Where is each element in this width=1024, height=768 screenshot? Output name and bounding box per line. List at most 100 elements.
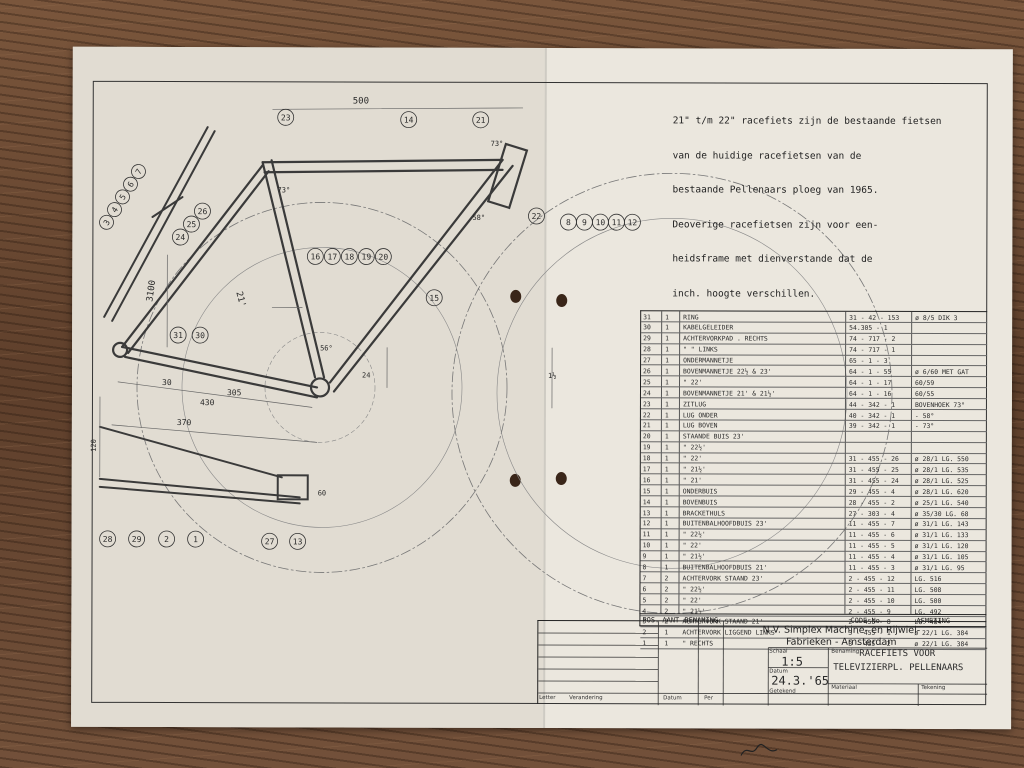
parts-cell-pos: 21 [642, 421, 651, 430]
parts-cell-pos: 15 [642, 487, 651, 496]
parts-cell-aant: 1 [664, 497, 669, 506]
parts-cell-afmeting: - 73° [914, 422, 935, 431]
balloon-2: 2 [158, 530, 176, 548]
parts-cell-afmeting: ø 28/1 LG. 550 [914, 455, 969, 464]
parts-cell-aant: 1 [665, 323, 670, 332]
note-line: inch. hoogte verschillen. [672, 287, 816, 300]
parts-cell-afmeting: ø 31/1 LG. 95 [914, 563, 965, 573]
parts-cell-code: 74 - 717 - 2 [849, 335, 896, 344]
company-line-1: N.V. Simplex Machine- en Rijwiel- [762, 624, 921, 636]
dim-24: 24 [362, 372, 370, 380]
dim-21: 21' [233, 290, 247, 308]
parts-cell-benaming: BUITENBALHOOFDBUIS 23' [682, 519, 768, 529]
parts-cell-pos: 30 [643, 323, 651, 332]
parts-cell-aant: 1 [664, 552, 669, 561]
parts-cell-aant: 1 [664, 421, 669, 430]
parts-cell-benaming: LUG ONDER [682, 410, 718, 419]
dim-120: 120 [90, 439, 98, 452]
chain-stay [121, 345, 319, 389]
dim-73: 73° [278, 186, 291, 194]
rear-wheel-outline [136, 202, 508, 573]
parts-cell-pos: 9 [642, 552, 647, 561]
seat-stay [121, 164, 264, 349]
parts-cell-afmeting: ø 35/30 LG. 68 [914, 509, 969, 518]
parts-cell-code: 39 - 342 - 1 [848, 422, 896, 431]
parts-cell-aant: 1 [664, 541, 669, 550]
svg-text:22: 22 [532, 212, 542, 221]
drawing-sheet: 500 3100 21' 73° 58° 56° 73° 30 430 305 … [71, 46, 1013, 756]
schaal-value: 1:5 [781, 654, 803, 669]
parts-cell-code: 2 - 455 - 11 [848, 585, 895, 594]
parts-cell-afmeting: ø 31/1 LG. 133 [914, 531, 969, 540]
svg-text:30: 30 [195, 331, 205, 340]
balloon-23: 23 [277, 108, 295, 126]
svg-text:6: 6 [126, 180, 136, 189]
parts-cell-code: 64 - 1 - 17 [849, 378, 892, 387]
parts-cell-benaming: " 22½' [682, 443, 706, 452]
svg-text:8: 8 [566, 218, 571, 227]
balloon-14: 14 [400, 111, 418, 129]
parts-cell-benaming: ACHTERVORKPAD . RECHTS [683, 334, 768, 343]
benaming-value-2: TELEVIZIERPL. PELLENAARS [833, 662, 964, 674]
parts-cell-code: 31 - 455 - 26 [848, 454, 899, 464]
svg-text:25: 25 [187, 220, 197, 229]
parts-cell-code: 2 - 455 - 10 [848, 596, 895, 605]
dim-60: 60 [318, 489, 326, 497]
per-label: Per [704, 695, 713, 702]
balloon-29: 29 [128, 530, 146, 548]
svg-text:16: 16 [311, 252, 321, 261]
parts-cell-aant: 1 [664, 410, 669, 419]
parts-cell-code: 64 - 1 - 16 [848, 389, 892, 398]
parts-cell-afmeting: ø 31/1 LG. 143 [914, 520, 969, 529]
parts-cell-afmeting: ø 28/1 LG. 535 [914, 465, 969, 475]
parts-cell-pos: 18 [642, 454, 651, 463]
svg-text:27: 27 [265, 537, 275, 546]
balloon-25: 25 [183, 215, 200, 233]
letter-label: Letter [539, 694, 556, 702]
parts-cell-aant: 1 [664, 443, 669, 452]
title-block-lines [538, 621, 988, 706]
parts-cell-code: 65 - 1 - 3 [849, 356, 888, 365]
parts-cell-aant: 1 [664, 563, 669, 572]
svg-text:17: 17 [328, 252, 338, 261]
benaming-label: Benaming [831, 648, 860, 655]
dim-top: 500 [353, 97, 369, 107]
parts-cell-aant: 1 [664, 530, 669, 539]
svg-text:1: 1 [193, 535, 198, 544]
parts-cell-pos: 7 [642, 574, 647, 583]
parts-cell-afmeting: BOVENHOEK 73° [914, 400, 965, 409]
dim-305: 305 [227, 388, 242, 397]
parts-cell-benaming: ONDERMANNETJE [683, 356, 734, 365]
verandering-label: Verandering [569, 695, 603, 702]
note-line: van de huidige racefietsen van de [672, 149, 862, 162]
parts-cell-afmeting: LG. 516 [914, 574, 942, 583]
balloon-13: 13 [289, 532, 306, 550]
svg-text:26: 26 [198, 207, 208, 216]
svg-text:7: 7 [134, 167, 144, 176]
dim-56: 56° [320, 344, 333, 352]
parts-cell-benaming: RING [683, 312, 699, 321]
loose-chain-stay [98, 477, 301, 499]
parts-cell-code: 31 - 455 - 25 [848, 465, 899, 474]
parts-cell-pos: 29 [643, 334, 651, 343]
parts-cell-code: 28 - 455 - 2 [848, 498, 895, 507]
parts-cell-pos: 16 [642, 476, 651, 485]
parts-cell-afmeting: ø 25/1 LG. 540 [914, 498, 969, 507]
seat-tube [261, 161, 317, 379]
parts-cell-benaming: " 22' [682, 541, 702, 550]
parts-cell-afmeting: ø 31/1 LG. 120 [914, 542, 969, 551]
parts-cell-pos: 8 [642, 563, 647, 572]
parts-cell-code: 74 - 717 - 1 [849, 345, 896, 355]
parts-cell-code: 11 - 455 - 5 [848, 542, 895, 551]
loose-seat-stay [103, 126, 209, 318]
parts-cell-pos: 6 [642, 585, 647, 594]
